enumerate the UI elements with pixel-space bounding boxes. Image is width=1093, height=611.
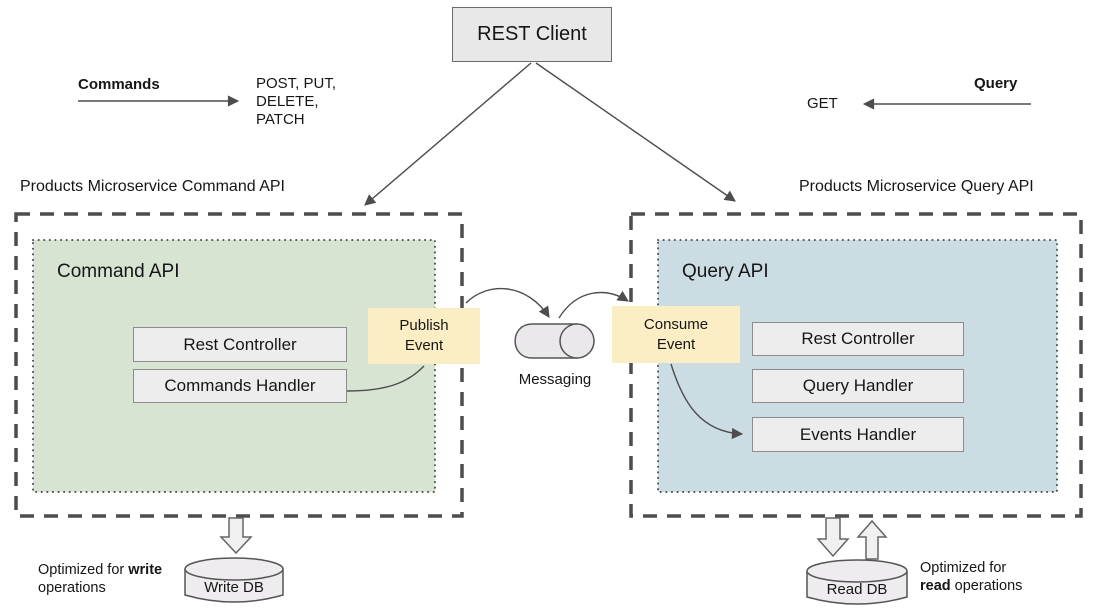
write-db-cylinder-top	[184, 557, 284, 581]
commands-flow-label: Commands	[78, 76, 160, 93]
rest-client-box: REST Client	[452, 7, 612, 62]
events-handler-box: Events Handler	[752, 417, 964, 452]
commands-handler-to-publish-connector	[346, 365, 425, 392]
consume-to-events-handler-arrow	[670, 363, 744, 440]
read-db-cylinder-top	[806, 559, 908, 583]
write-db-label: Write DB	[204, 579, 264, 596]
query-handler-box: Query Handler	[752, 369, 964, 403]
command-rest-controller-label: Rest Controller	[183, 334, 297, 354]
query-microservice-boundary	[629, 212, 1083, 518]
commands-http-methods: POST, PUT, DELETE, PATCH	[256, 75, 337, 128]
write-optimization-note: Optimized for write operations	[38, 562, 198, 597]
write-note-prefix: Optimized for	[38, 562, 129, 578]
read-note-suffix: operations	[950, 577, 1023, 594]
command-microservice-boundary	[14, 212, 464, 518]
messaging-cylinder-cap	[559, 323, 595, 359]
client-to-command-arrow	[364, 62, 532, 206]
write-note-suffix: operations	[38, 579, 106, 596]
query-api-label: Query API	[682, 261, 769, 282]
command-microservice-title: Products Microservice Command API	[20, 178, 285, 195]
query-http-method: GET	[807, 95, 838, 112]
consume-event-box: Consume Event	[612, 306, 740, 363]
rest-client-label: REST Client	[477, 23, 587, 45]
read-optimization-note: Optimized for read operations	[920, 560, 1060, 595]
read-note-prefix: Optimized for	[920, 560, 1007, 576]
commands-handler-label: Commands Handler	[164, 376, 316, 395]
client-to-query-arrow	[535, 62, 736, 202]
query-microservice-title: Products Microservice Query API	[799, 178, 1034, 195]
write-note-bold: write	[128, 562, 163, 578]
publish-event-label: Publish Event	[399, 317, 449, 354]
consume-event-label: Consume Event	[643, 315, 709, 353]
commands-handler-box: Commands Handler	[133, 369, 347, 403]
command-rest-controller-box: Rest Controller	[133, 327, 347, 362]
query-rest-controller-label: Rest Controller	[801, 329, 915, 348]
publish-event-box: Publish Event	[368, 308, 480, 364]
write-db-down-arrow-icon	[219, 517, 253, 555]
messaging-cylinder-body	[514, 323, 577, 359]
read-db-label: Read DB	[826, 581, 888, 598]
messaging-label: Messaging	[518, 371, 592, 388]
query-rest-controller-box: Rest Controller	[752, 322, 964, 356]
query-handler-label: Query Handler	[802, 376, 914, 395]
events-handler-label: Events Handler	[799, 424, 917, 444]
read-note-bold: read	[920, 577, 951, 594]
read-db-up-arrow-icon	[856, 519, 888, 560]
query-flow-label: Query	[974, 75, 1018, 92]
read-db-down-arrow-icon	[816, 517, 850, 558]
command-api-label: Command API	[57, 261, 180, 282]
